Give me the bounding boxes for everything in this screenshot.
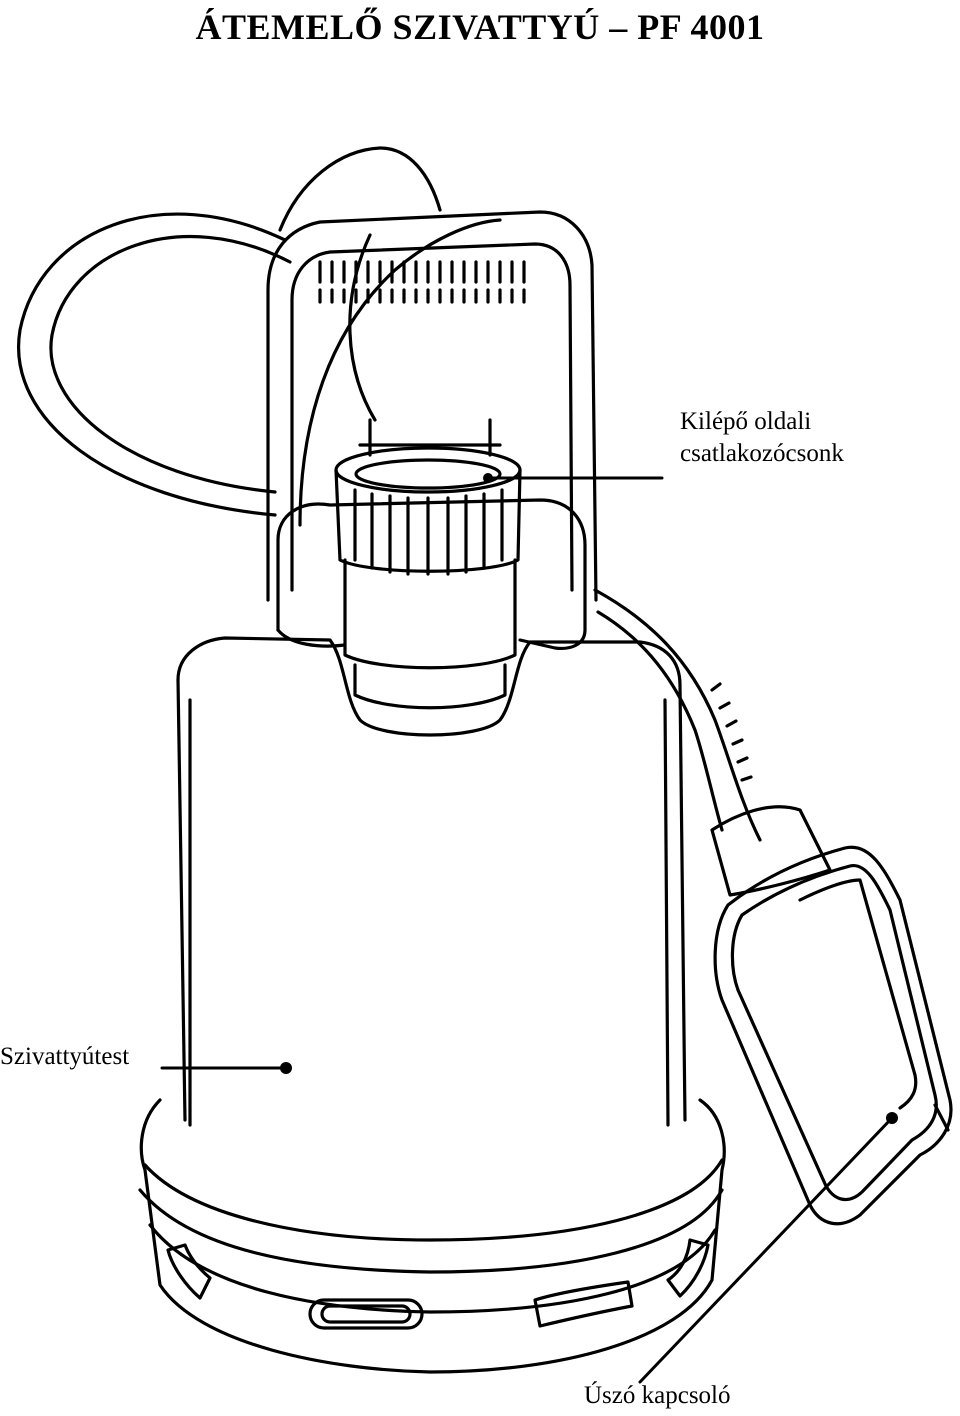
label-outlet-connector: Kilépő oldali csatlakozócsonk — [680, 406, 844, 470]
outlet-connector — [334, 446, 522, 710]
pump-shoulder — [276, 418, 587, 651]
leader-dot-body — [280, 1062, 292, 1074]
leader-dot-outlet — [483, 473, 493, 483]
leader-float — [638, 1116, 894, 1384]
pump-base — [138, 1098, 726, 1374]
float-cable — [593, 588, 832, 897]
label-pump-body: Szivattyútest — [0, 1043, 130, 1070]
float-switch-body — [713, 845, 953, 1226]
label-outlet-line2: csatlakozócsonk — [680, 440, 844, 467]
pump-housing — [176, 636, 687, 1127]
page-title: ÁTEMELŐ SZIVATTYÚ – PF 4001 — [195, 7, 765, 47]
label-outlet-line1: Kilépő oldali — [680, 408, 812, 435]
callout-leaders — [160, 473, 898, 1384]
leader-dot-float — [886, 1112, 898, 1124]
label-float-switch: Úszó kapcsoló — [584, 1382, 731, 1409]
power-cable — [17, 212, 292, 517]
pump-handle — [266, 146, 598, 602]
